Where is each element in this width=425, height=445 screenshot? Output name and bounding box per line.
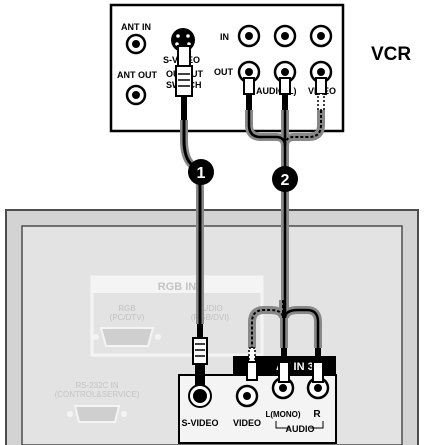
step-1-number: 1	[197, 165, 206, 182]
vcr-out-label: OUT	[214, 67, 234, 77]
vcr-ant-in-label: ANT IN	[121, 22, 151, 32]
vcr-ant-out-label: ANT OUT	[117, 70, 157, 80]
rgb-pc-dtv-label-2: (PC/DTV)	[110, 313, 145, 322]
rs232-label-2: (CONTROL&SERVICE)	[55, 390, 140, 399]
step-2-number: 2	[281, 172, 290, 189]
tv-panel: RGB IN RGB (PC/DTV) AUDIO (RGB/DVI) RS-2…	[5, 209, 419, 445]
vcr-ant-out-jack	[125, 84, 147, 106]
tv-plug-audio-r	[312, 348, 324, 383]
vcr-in-jack-3	[309, 24, 333, 48]
tv-s-video-label: S-VIDEO	[181, 418, 218, 428]
rgb-dsub-port	[93, 327, 161, 347]
vcr-in-jack-2	[273, 24, 297, 48]
vcr-in-jack-1	[237, 24, 261, 48]
tv-r-label: R	[313, 409, 321, 420]
rgb-audio-label: AUDIO	[197, 304, 222, 313]
tv-l-mono-label: L(MONO)	[265, 410, 300, 419]
step-marker-1: 1	[188, 159, 214, 185]
rs232-label: RS-232C IN	[75, 381, 118, 390]
rgb-in-label: RGB IN	[158, 281, 197, 293]
rgb-in-group: RGB IN RGB (PC/DTV) AUDIO (RGB/DVI)	[90, 275, 264, 357]
tv-video-label: VIDEO	[233, 418, 261, 428]
av-cable	[243, 77, 327, 383]
vcr-panel: ANT IN ANT OUT S-VIDEO OUTPUT SWITCH IN	[109, 3, 345, 133]
step-marker-2: 2	[272, 166, 298, 192]
tv-plug-audio-l	[278, 348, 290, 383]
rs232-port	[67, 405, 127, 423]
vcr-title: VCR	[371, 44, 411, 65]
tv-plug-video	[246, 347, 258, 381]
vcr-plug-video	[315, 77, 327, 111]
tv-video-jack	[235, 384, 259, 408]
tv-audio-label: AUDIO	[286, 424, 315, 434]
rgb-audio-label-2: (RGB/DVI)	[191, 313, 230, 322]
vcr-ant-in-jack	[125, 33, 147, 55]
vcr-plug-audio-l	[243, 77, 255, 110]
vcr-audio-label: AUDIO(L)	[256, 86, 297, 96]
vcr-in-label: IN	[220, 32, 229, 42]
vcr-plug-audio-r	[279, 77, 291, 110]
tv-s-video-jack	[188, 384, 212, 408]
rgb-pc-dtv-label: RGB	[118, 304, 135, 313]
